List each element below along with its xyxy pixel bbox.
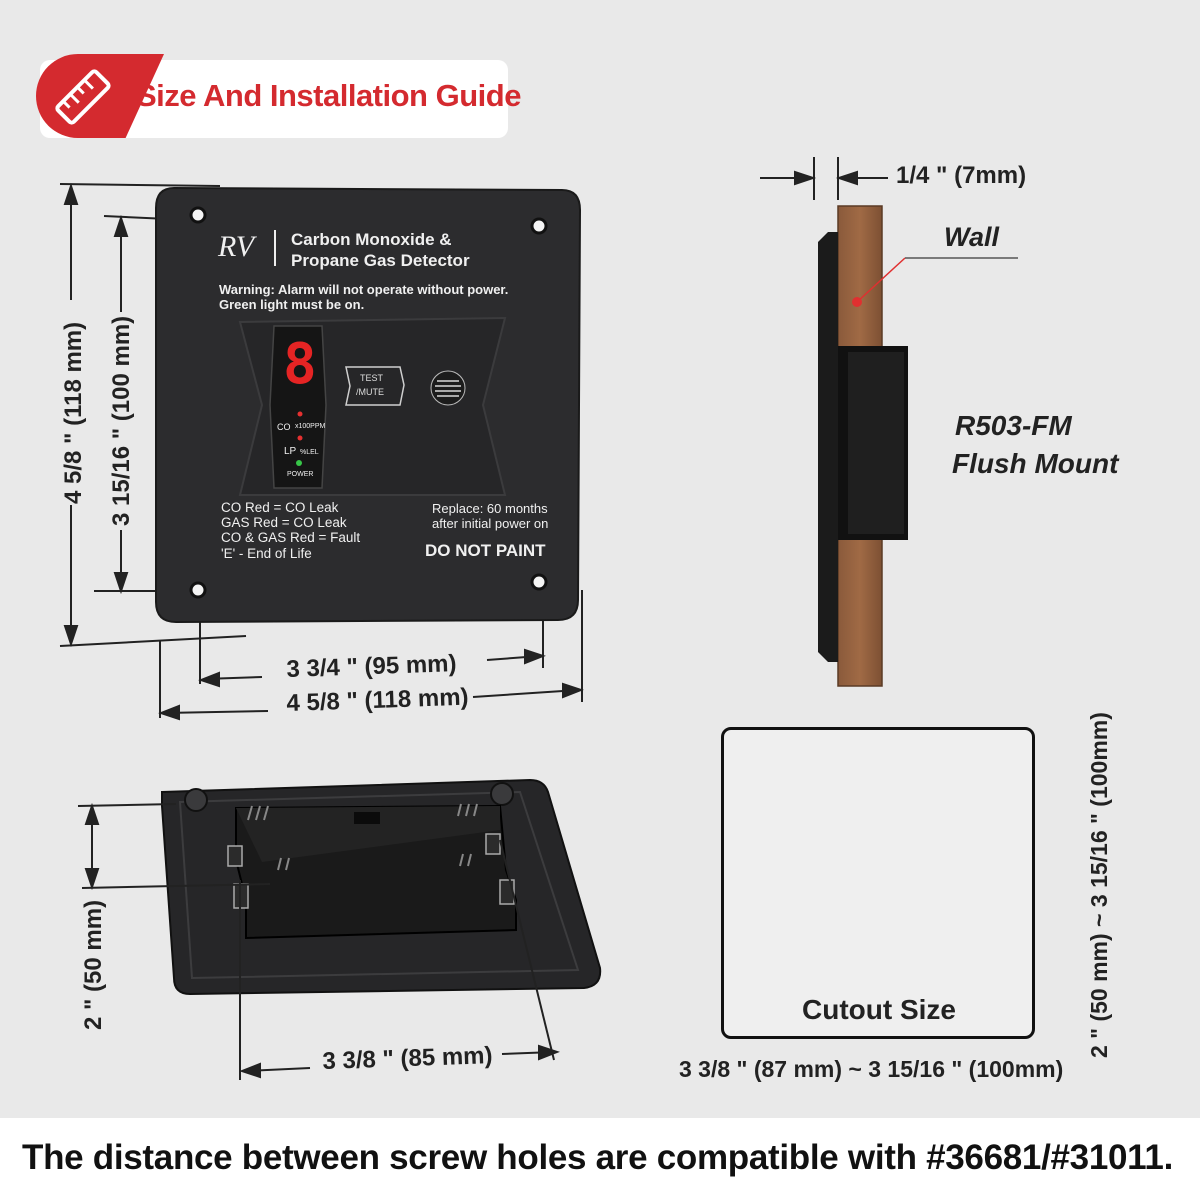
ruler-icon <box>55 69 111 125</box>
footer-band <box>0 1118 1200 1200</box>
lp-label: LP <box>284 446 297 457</box>
side-view-drawing <box>760 157 1018 687</box>
dim-side-thickness: 1/4 " (7mm) <box>896 162 1027 189</box>
replace-line2: after initial power on <box>432 516 549 531</box>
legend-line3: CO & GAS Red = Fault <box>221 530 361 545</box>
co-unit: x100PPM <box>295 423 326 430</box>
test-button-label1[interactable]: TEST <box>360 373 384 383</box>
product-name-line1: Carbon Monoxide & <box>291 230 452 249</box>
legend-line2: GAS Red = CO Leak <box>221 515 347 530</box>
back-view-drawing <box>77 778 602 1080</box>
replace-line1: Replace: 60 months <box>432 501 548 516</box>
co-label: CO <box>277 422 291 432</box>
model-name: R503-FM <box>955 410 1072 441</box>
page-title: Size And Installation Guide <box>136 78 521 113</box>
power-label: POWER <box>287 471 314 478</box>
dim-cutout-height: 2 " (50 mm) ~ 3 15/16 " (100mm) <box>1086 712 1112 1058</box>
wall-label: Wall <box>944 222 1000 252</box>
front-view-drawing <box>59 182 584 721</box>
do-not-paint-label: DO NOT PAINT <box>425 541 546 560</box>
dim-back-height: 2 " (50 mm) <box>80 899 107 1030</box>
mount-type: Flush Mount <box>952 448 1119 479</box>
warning-line2: Green light must be on. <box>219 297 365 312</box>
dim-cutout-width: 3 3/8 " (87 mm) ~ 3 15/16 " (100mm) <box>679 1056 1064 1082</box>
product-name-line2: Propane Gas Detector <box>291 251 470 270</box>
test-button-label2[interactable]: /MUTE <box>356 387 384 397</box>
legend-line4: 'E' - End of Life <box>221 546 312 561</box>
lp-unit: %LEL <box>300 449 319 456</box>
dim-back-width: 3 3/8 " (85 mm) <box>322 1042 493 1075</box>
warning-line1: Warning: Alarm will not operate without … <box>219 282 509 297</box>
brand-logo: RV <box>218 230 255 263</box>
compatibility-note: The distance between screw holes are com… <box>22 1138 1173 1177</box>
lp-led <box>297 435 303 441</box>
power-led <box>296 460 302 466</box>
co-led <box>297 411 303 417</box>
display-digit: 8 <box>283 332 317 397</box>
cutout-label: Cutout Size <box>802 994 956 1025</box>
legend-line1: CO Red = CO Leak <box>221 500 339 515</box>
cutout-outline <box>721 727 1035 1039</box>
